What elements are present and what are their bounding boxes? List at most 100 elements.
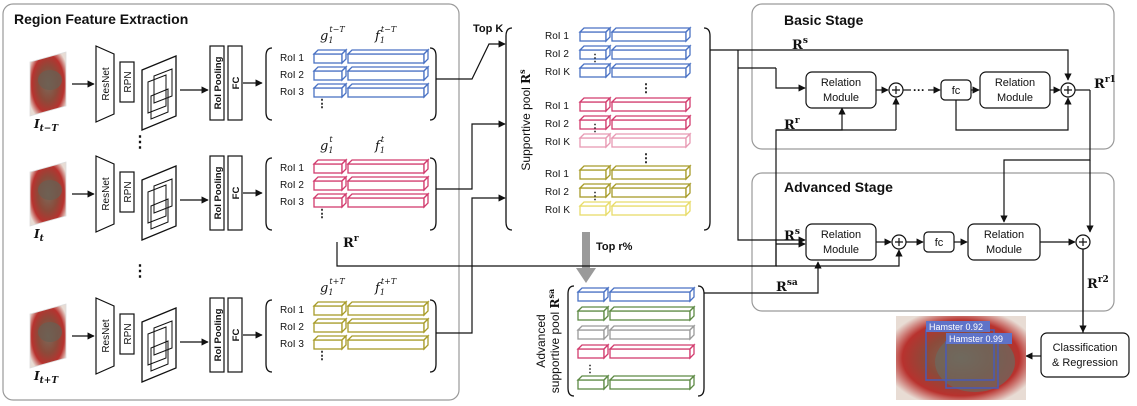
pool-f-2-2 [610, 114, 692, 131]
basic-plus-2-sign [1064, 86, 1072, 94]
det2-label: Hamster 0.99 [949, 334, 1003, 344]
adv-pool-bracket-right [697, 285, 705, 397]
rr2-label: Rr2 [1087, 275, 1109, 292]
pool-f-1-1 [610, 26, 692, 43]
roi-label-3-2: RoI 2 [280, 322, 304, 333]
pool-f-3-3 [610, 200, 692, 217]
classification-box [1040, 332, 1130, 378]
roi-pooling-block-2 [209, 155, 225, 231]
adv-rm1-line1: Relation [821, 229, 861, 241]
basic-stage-panel [751, 3, 1115, 150]
g-feature-2-1 [312, 158, 348, 175]
g-feature-2-3 [312, 192, 348, 209]
basic-rm1-line1: Relation [821, 77, 861, 89]
link-rs-adv [737, 50, 806, 244]
resnet-block-2 [95, 155, 115, 233]
pool-bracket-left [505, 27, 513, 231]
pool-g-3-1 [578, 164, 612, 181]
fc-block-1 [227, 45, 243, 121]
adv-g-3 [576, 324, 610, 341]
adv-plus-2-sign [1079, 238, 1087, 246]
rpn-block-1 [119, 61, 135, 103]
g-label-3: g1t+T [320, 277, 345, 297]
adv-pool-label-1: Advanced [534, 314, 548, 367]
pool-g-1-3 [578, 62, 612, 79]
g-label-1: g1t−T [320, 25, 345, 45]
g-feature-1-2 [312, 65, 348, 82]
basic-rm1-line2: Module [823, 92, 859, 104]
pool-f-2-1 [610, 96, 692, 113]
link-r2-down [1072, 249, 1084, 341]
roi-pooling-block-3 [209, 297, 225, 373]
roi-ellipsis-2: ⋮ [317, 208, 328, 220]
resnet-block-1 [95, 45, 115, 123]
top-r-arrow-head [576, 268, 596, 283]
pool-label-1-2: RoI 2 [545, 49, 569, 60]
pool-bracket-right [703, 27, 711, 231]
frame-image-2 [29, 161, 67, 227]
output-image [896, 316, 1026, 400]
det1-badge [926, 321, 990, 332]
basic-rm2-line1: Relation [995, 77, 1035, 89]
adv-pool-bracket-left [567, 285, 575, 397]
supportive-pool-label: Supportive pool Rs [517, 69, 533, 171]
roi-pooling-label-2: RoI Pooling [213, 166, 224, 219]
advanced-stage-title: Advanced Stage [784, 179, 893, 195]
link-row1-pool [436, 40, 506, 80]
pool-g-1-1 [578, 26, 612, 43]
link-rs-basic [775, 68, 806, 92]
top-r-label: Top r% [596, 241, 633, 253]
pool-ellipsis-3: ⋮ [590, 191, 600, 202]
link-row2-pool [436, 120, 506, 190]
f-label-3: f1t+T [374, 277, 397, 297]
adv-rm1-line2: Module [823, 244, 859, 256]
roi-label-2-2: RoI 2 [280, 180, 304, 191]
f-label-1: f1t−T [374, 25, 397, 45]
roi-label-2-3: RoI 3 [280, 197, 304, 208]
roi-label-2-1: RoI 1 [280, 163, 304, 174]
roi-pooling-block-1 [209, 45, 225, 121]
f-feature-3-2 [346, 317, 430, 334]
pool-group-ellipsis-2: ⋮ [640, 151, 652, 165]
link-rsa [704, 261, 822, 294]
f-label-2: f1t [374, 135, 385, 155]
roi-label-3-1: RoI 1 [280, 305, 304, 316]
f-feature-1-2 [346, 65, 430, 82]
adv-plus-1-sign [895, 238, 903, 246]
pool-g-2-1 [578, 96, 612, 113]
frame-image-3 [29, 303, 67, 369]
row-ellipsis-1: ⋮ [132, 134, 148, 151]
pool-label-1-3: RoI K [545, 67, 570, 78]
fc-block-3 [227, 297, 243, 373]
pool-label-1-1: RoI 1 [545, 31, 569, 42]
link-rr-basic [336, 107, 846, 267]
f-feature-3-1 [346, 300, 430, 317]
pool-label-3-3: RoI K [545, 205, 570, 216]
rr-label-row: Rr [343, 234, 359, 251]
resnet-label-2: ResNet [101, 177, 112, 211]
f-feature-2-3 [346, 192, 430, 209]
f-feature-2-1 [346, 158, 430, 175]
f-feature-2-2 [346, 175, 430, 192]
pool-label-2-2: RoI 2 [545, 119, 569, 130]
frame-image-1 [29, 51, 67, 117]
basic-plus-1-sign [892, 86, 900, 94]
frame-label-1: It−T [33, 117, 59, 134]
adv-g-2 [576, 305, 610, 322]
adv-f-4 [608, 343, 696, 360]
rr-label-basic: Rr [784, 116, 800, 133]
g-feature-3-2 [312, 317, 348, 334]
fc-label-2: FC [231, 187, 242, 200]
fc-label-3: FC [231, 329, 242, 342]
pool-label-2-3: RoI K [545, 137, 570, 148]
roi-label-3-3: RoI 3 [280, 339, 304, 350]
pool-ellipsis-2: ⋮ [590, 123, 600, 134]
det1-label: Hamster 0.92 [929, 322, 983, 332]
pool-ellipsis-1: ⋮ [590, 53, 600, 64]
g-label-2: g1t [320, 135, 333, 155]
pool-label-3-1: RoI 1 [545, 169, 569, 180]
adv-pool-label-2: supportive pool Rsa [546, 289, 562, 393]
link-r1-adv-rm [1000, 90, 1091, 223]
pool-g-2-2 [578, 114, 612, 131]
